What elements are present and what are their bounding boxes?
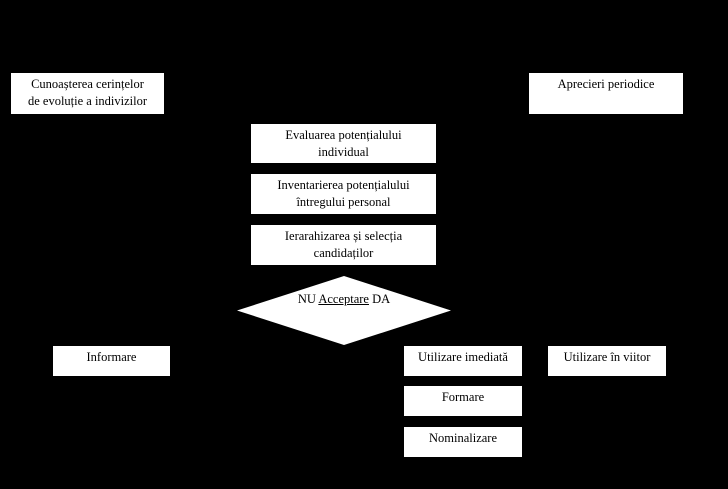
diamond-shape (237, 276, 451, 345)
node-text: Informare (86, 350, 137, 364)
node-text: Utilizare în viitor (563, 350, 651, 364)
node-text: întregului personal (296, 195, 391, 209)
node-aprecieri: Aprecieri periodice (529, 73, 683, 114)
node-text: Formare (441, 390, 485, 404)
decision-label: Acceptare (318, 292, 369, 306)
node-ierarhizarea: Ierarahizarea și selecția candidaților (251, 225, 436, 265)
node-text: Inventarierea potențialului (277, 178, 410, 192)
node-text: candidaților (313, 246, 374, 260)
node-text: Ierarahizarea și selecția (284, 229, 403, 243)
node-text: de evoluție a indivizilor (27, 94, 148, 108)
node-text: Utilizare imediată (418, 350, 508, 364)
node-inventarierea: Inventarierea potențialului întregului p… (251, 174, 436, 214)
decision-diamond (237, 276, 451, 345)
node-text: Nominalizare (428, 431, 498, 445)
node-nominalizare: Nominalizare (404, 427, 522, 457)
node-cunoasterea: Cunoașterea cerințelor de evoluție a ind… (11, 73, 164, 114)
node-text: Cunoașterea cerințelor (31, 77, 144, 91)
decision-text: NU Acceptare DA (237, 292, 451, 307)
decision-yes: DA (372, 292, 391, 306)
node-utilizare-viitor: Utilizare în viitor (548, 346, 666, 376)
decision-no: NU (297, 292, 316, 306)
node-utilizare-imediata: Utilizare imediată (404, 346, 522, 376)
node-text: individual (318, 145, 369, 159)
node-text: Evaluarea potențialului (285, 128, 402, 142)
node-evaluarea: Evaluarea potențialului individual (251, 124, 436, 163)
node-formare: Formare (404, 386, 522, 416)
node-text: Aprecieri periodice (557, 77, 655, 91)
node-informare: Informare (53, 346, 170, 376)
